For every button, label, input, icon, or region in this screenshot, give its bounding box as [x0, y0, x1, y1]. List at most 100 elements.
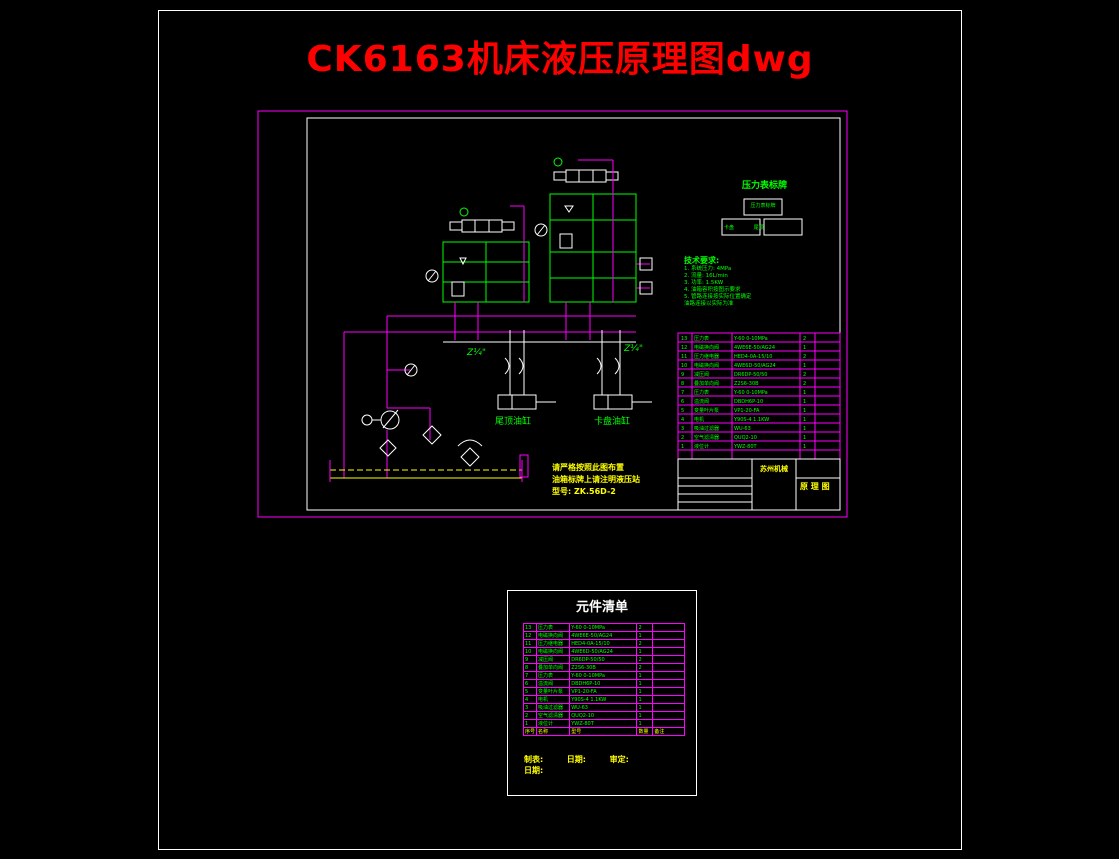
pressure-gauge-icons — [404, 223, 548, 377]
table-cell — [652, 663, 685, 672]
tech-req-line: 1. 系统压力: 4MPa — [684, 266, 732, 272]
table-cell — [652, 679, 685, 688]
table-cell: 1 — [636, 671, 654, 680]
table-cell: 11 — [522, 639, 538, 648]
table-cell: 溢流阀 — [536, 679, 571, 688]
table-cell: 减压阀 — [536, 655, 571, 664]
legend-box-left — [721, 218, 761, 236]
table-cell: 压力继电器 — [536, 639, 571, 648]
parts-table-text: 1 — [803, 426, 806, 432]
sheet-border — [158, 10, 962, 850]
note-line: 请严格按照此图布置 — [552, 463, 624, 472]
filter-icons — [379, 425, 483, 467]
table-cell: 压力表 — [536, 623, 571, 632]
parts-table-text: 4 — [681, 417, 684, 423]
parts-table-text: 8 — [681, 381, 684, 387]
legend-box-right — [763, 218, 803, 236]
table-cell: 压力表 — [536, 671, 571, 680]
parts-table-text: Z2S6-30B — [734, 381, 759, 387]
parts-table-text: 4WE6E-50/AG24 — [734, 345, 775, 351]
table-cell: 4WE6D-50/AG24 — [569, 647, 638, 656]
cylinder-tail — [497, 394, 556, 410]
company-name: 苏州机械 — [760, 465, 788, 473]
parts-table-text: 溢流阀 — [694, 398, 709, 405]
table-cell: 5 — [522, 687, 538, 696]
cylinder-label-chuck: 卡盘油缸 — [594, 417, 631, 427]
parts-table-text: QUQ2-10 — [734, 435, 757, 441]
parts-table-text: 压力继电器 — [694, 353, 719, 360]
parts-table-text: 1 — [803, 363, 806, 369]
parts-table-text: 减压阀 — [694, 371, 709, 378]
signature-date-1: 日期: — [566, 755, 586, 764]
table-cell: 叠加单向阀 — [536, 663, 571, 672]
table-cell: 1 — [636, 719, 654, 728]
table-cell: YWZ-80T — [569, 719, 638, 728]
parts-table-text: 7 — [681, 390, 684, 396]
directional-valve-left — [449, 207, 515, 233]
table-cell: 1 — [636, 631, 654, 640]
table-cell: 2 — [636, 639, 654, 648]
pressure-label-right: Z¼" — [624, 344, 644, 354]
table-cell: 变量叶片泵 — [536, 687, 571, 696]
table-cell — [652, 647, 685, 656]
tech-req-line: 3. 功率: 1.5KW — [684, 280, 724, 286]
table-cell — [652, 623, 685, 632]
parts-table-text: 1 — [803, 390, 806, 396]
parts-table-text: 1 — [803, 444, 806, 450]
parts-table-text: 2 — [803, 336, 806, 342]
parts-table-text: 1 — [803, 408, 806, 414]
component-list-title: 元件清单 — [575, 600, 628, 615]
pressure-label-left: Z¼" — [467, 348, 487, 358]
table-cell: 9 — [522, 655, 538, 664]
table-cell — [652, 631, 685, 640]
table-cell: 数量 — [636, 727, 654, 736]
tech-req-list: 1. 系统压力: 4MPa 2. 流量: 16L/min 3. 功率: 1.5K… — [684, 266, 814, 308]
legend-box-bottom-text: 卡盘 尾顶 — [724, 225, 764, 231]
signature-date-2: 日期: — [524, 766, 544, 775]
signature-drafter: 制表: — [524, 755, 544, 764]
pipes — [343, 159, 650, 478]
parts-table-text: 3 — [681, 426, 684, 432]
parts-table-text: 1 — [803, 417, 806, 423]
table-cell: Y-60 0-10MPa — [569, 671, 638, 680]
table-cell: WU-63 — [569, 703, 638, 712]
table-cell: 10 — [522, 647, 538, 656]
parts-table-text: HED4-0A-15/10 — [734, 354, 772, 360]
tech-req-line: 5. 管路连接按实际位置确定 — [684, 294, 752, 300]
table-cell: 12 — [522, 631, 538, 640]
legend-title: 压力表标牌 — [742, 181, 788, 191]
legend-box-top-text: 压力表标牌 — [750, 203, 776, 209]
parts-table-text: 2 — [803, 372, 806, 378]
table-cell — [652, 695, 685, 704]
pump-motor — [361, 409, 400, 430]
table-cell: HED4-0A-15/10 — [569, 639, 638, 648]
oil-tank — [329, 454, 529, 482]
directional-valve-right — [553, 157, 619, 183]
parts-table-text: 电磁换向阀 — [694, 344, 719, 351]
table-cell — [652, 711, 685, 720]
parts-table-text: 6 — [681, 399, 684, 405]
table-cell — [652, 687, 685, 696]
table-cell: 13 — [522, 623, 538, 632]
table-cell — [652, 703, 685, 712]
parts-table-text: 1 — [803, 435, 806, 441]
table-cell: 1 — [636, 703, 654, 712]
parts-table-text: Y-60 0-10MPa — [733, 390, 768, 396]
schematic-inner-frame — [306, 117, 841, 511]
title-block-footer — [677, 458, 841, 511]
drawing-title: CK6163机床液压原理图dwg — [306, 39, 814, 80]
table-cell: 4WE6E-50/AG24 — [569, 631, 638, 640]
table-cell — [652, 639, 685, 648]
table-cell: 1 — [522, 719, 538, 728]
table-cell: Y-60 0-10MPa — [569, 623, 638, 632]
parts-table-text: 液位计 — [694, 443, 709, 450]
parts-table-text: 10 — [681, 363, 687, 369]
